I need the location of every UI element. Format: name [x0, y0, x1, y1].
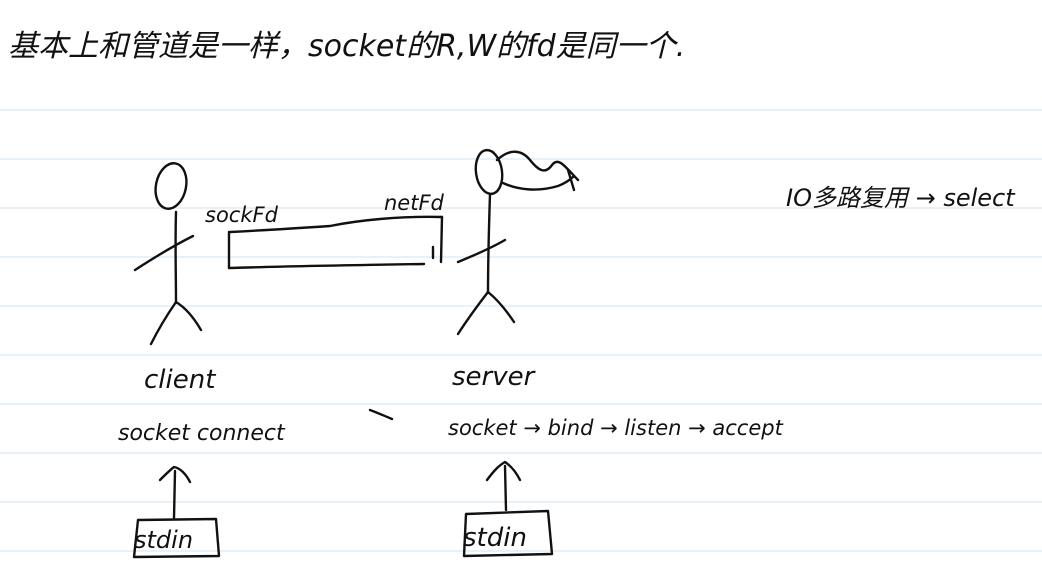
server-stick-figure [456, 148, 580, 336]
server-stdin-arrow [485, 460, 522, 512]
client-stick-figure [133, 162, 203, 346]
note-aside: IO多路复用 → select [786, 184, 1016, 212]
client-stdin-box [132, 517, 221, 559]
client-fd-label: sockFd [205, 203, 279, 227]
client-role-label: client [144, 365, 216, 395]
note-heading: 基本上和管道是一样，socket的R,W的fd是同一个. [8, 29, 685, 64]
socket-connection [227, 215, 444, 270]
server-calls: socket → bind → listen → accept [448, 416, 784, 440]
client-stdin-arrow [158, 465, 192, 520]
server-role-label: server [452, 362, 537, 392]
client-calls: socket connect [118, 421, 286, 446]
server-stdin-label: stdin [463, 523, 527, 553]
client-stdin-label: stdin [134, 526, 193, 554]
server-fd-label: netFd [384, 191, 445, 215]
ruled-lines [0, 109, 1042, 552]
server-stdin-box [462, 509, 554, 558]
stray-mark [368, 408, 394, 421]
